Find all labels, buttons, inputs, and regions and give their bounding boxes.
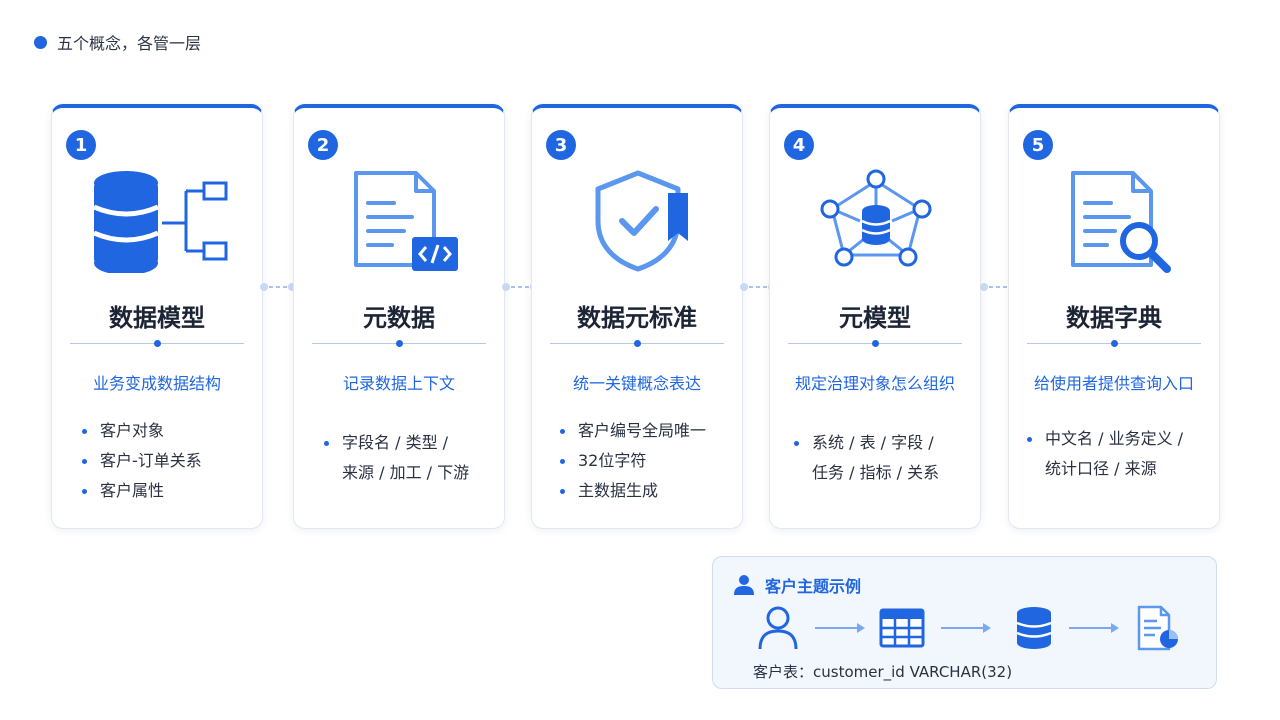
concept-card-data-model: 1 数据模型 业务变成数据结构 客户对象 客户-订单关系 客户属性 bbox=[51, 104, 263, 529]
bullet-item: 中文名 / 业务定义 / bbox=[1027, 424, 1219, 454]
section-header: 五个概念，各管一层 bbox=[34, 30, 201, 54]
card-divider bbox=[550, 340, 724, 347]
card-subtitle: 业务变成数据结构 bbox=[92, 374, 221, 393]
card-number-badge: 5 bbox=[1023, 130, 1053, 160]
example-header: 客户主题示例 bbox=[733, 573, 861, 597]
example-title: 客户主题示例 bbox=[765, 577, 862, 596]
bullet-item-continued: 任务 / 指标 / 关系 bbox=[812, 463, 940, 482]
table-icon bbox=[879, 608, 925, 648]
document-search-icon bbox=[1071, 171, 1171, 273]
bullet-item: 客户编号全局唯一 bbox=[560, 416, 742, 446]
card-number-badge: 4 bbox=[784, 130, 814, 160]
card-bullet-list: 中文名 / 业务定义 / 统计口径 / 来源 bbox=[1009, 424, 1219, 484]
card-subtitle: 规定治理对象怎么组织 bbox=[794, 374, 955, 393]
card-title: 数据模型 bbox=[109, 304, 205, 332]
bullet-item: 客户对象 bbox=[82, 416, 262, 446]
bullet-item: 系统 / 表 / 字段 / bbox=[794, 428, 980, 458]
bullet-item: 字段名 / 类型 / bbox=[324, 428, 504, 458]
card-subtitle: 记录数据上下文 bbox=[342, 374, 455, 393]
card-subtitle: 统一关键概念表达 bbox=[572, 374, 701, 393]
card-divider bbox=[312, 340, 486, 347]
concept-card-metadata: 2 元数据 记录数据上下文 字段名 / 类型 / 来源 / 加工 / 下游 bbox=[293, 104, 505, 529]
bullet-item-continued: 统计口径 / 来源 bbox=[1045, 459, 1157, 478]
database-tree-icon bbox=[92, 171, 228, 273]
flow-arrow-icon bbox=[941, 623, 991, 633]
card-number-badge: 1 bbox=[66, 130, 96, 160]
card-title: 数据元标准 bbox=[577, 304, 697, 332]
flow-arrow-icon bbox=[815, 623, 865, 633]
concept-card-data-dictionary: 5 数据字典 给使用者提供查询入口 中文名 / 业务定义 / 统计口径 / 来源 bbox=[1008, 104, 1220, 529]
header-bullet-icon bbox=[34, 35, 47, 49]
bullet-item-continued: 来源 / 加工 / 下游 bbox=[342, 463, 470, 482]
report-icon bbox=[1137, 605, 1178, 651]
card-bullet-list: 字段名 / 类型 / 来源 / 加工 / 下游 bbox=[294, 428, 504, 488]
flow-arrow-icon bbox=[1069, 623, 1119, 633]
shield-check-icon bbox=[595, 170, 688, 272]
card-divider bbox=[70, 340, 244, 347]
user-icon bbox=[758, 606, 798, 650]
section-title: 五个概念，各管一层 bbox=[57, 34, 202, 53]
card-divider bbox=[788, 340, 962, 347]
bullet-item: 客户-订单关系 bbox=[82, 446, 262, 476]
bullet-item: 客户属性 bbox=[82, 476, 262, 506]
card-title: 数据字典 bbox=[1066, 304, 1162, 332]
user-solid-icon bbox=[734, 575, 754, 595]
bullet-item: 32位字符 bbox=[560, 446, 742, 476]
card-bullet-list: 客户对象 客户-订单关系 客户属性 bbox=[52, 416, 262, 506]
bullet-item: 主数据生成 bbox=[560, 476, 742, 506]
card-subtitle: 给使用者提供查询入口 bbox=[1033, 374, 1194, 393]
card-bullet-list: 客户编号全局唯一 32位字符 主数据生成 bbox=[532, 416, 742, 506]
card-connector bbox=[260, 283, 296, 291]
card-bullet-list: 系统 / 表 / 字段 / 任务 / 指标 / 关系 bbox=[770, 428, 980, 488]
database-icon bbox=[1016, 607, 1052, 649]
card-title: 元数据 bbox=[363, 304, 435, 332]
card-title: 元模型 bbox=[839, 304, 911, 332]
card-number-badge: 3 bbox=[546, 130, 576, 160]
card-number-badge: 2 bbox=[308, 130, 338, 160]
document-code-icon bbox=[354, 171, 458, 271]
example-caption: 客户表：customer_id VARCHAR(32) bbox=[753, 663, 1013, 681]
concept-card-data-element-standard: 3 数据元标准 统一关键概念表达 客户编号全局唯一 32位字符 主数据生成 bbox=[531, 104, 743, 529]
network-database-icon bbox=[820, 169, 932, 267]
customer-example-panel: 客户主题示例 客户表：customer_id VARCHAR(32) bbox=[712, 556, 1217, 689]
card-divider bbox=[1027, 340, 1201, 347]
concept-card-metamodel: 4 元模型 规定治理对象怎么组织 系统 / 表 / 字段 / 任务 / 指标 /… bbox=[769, 104, 981, 529]
